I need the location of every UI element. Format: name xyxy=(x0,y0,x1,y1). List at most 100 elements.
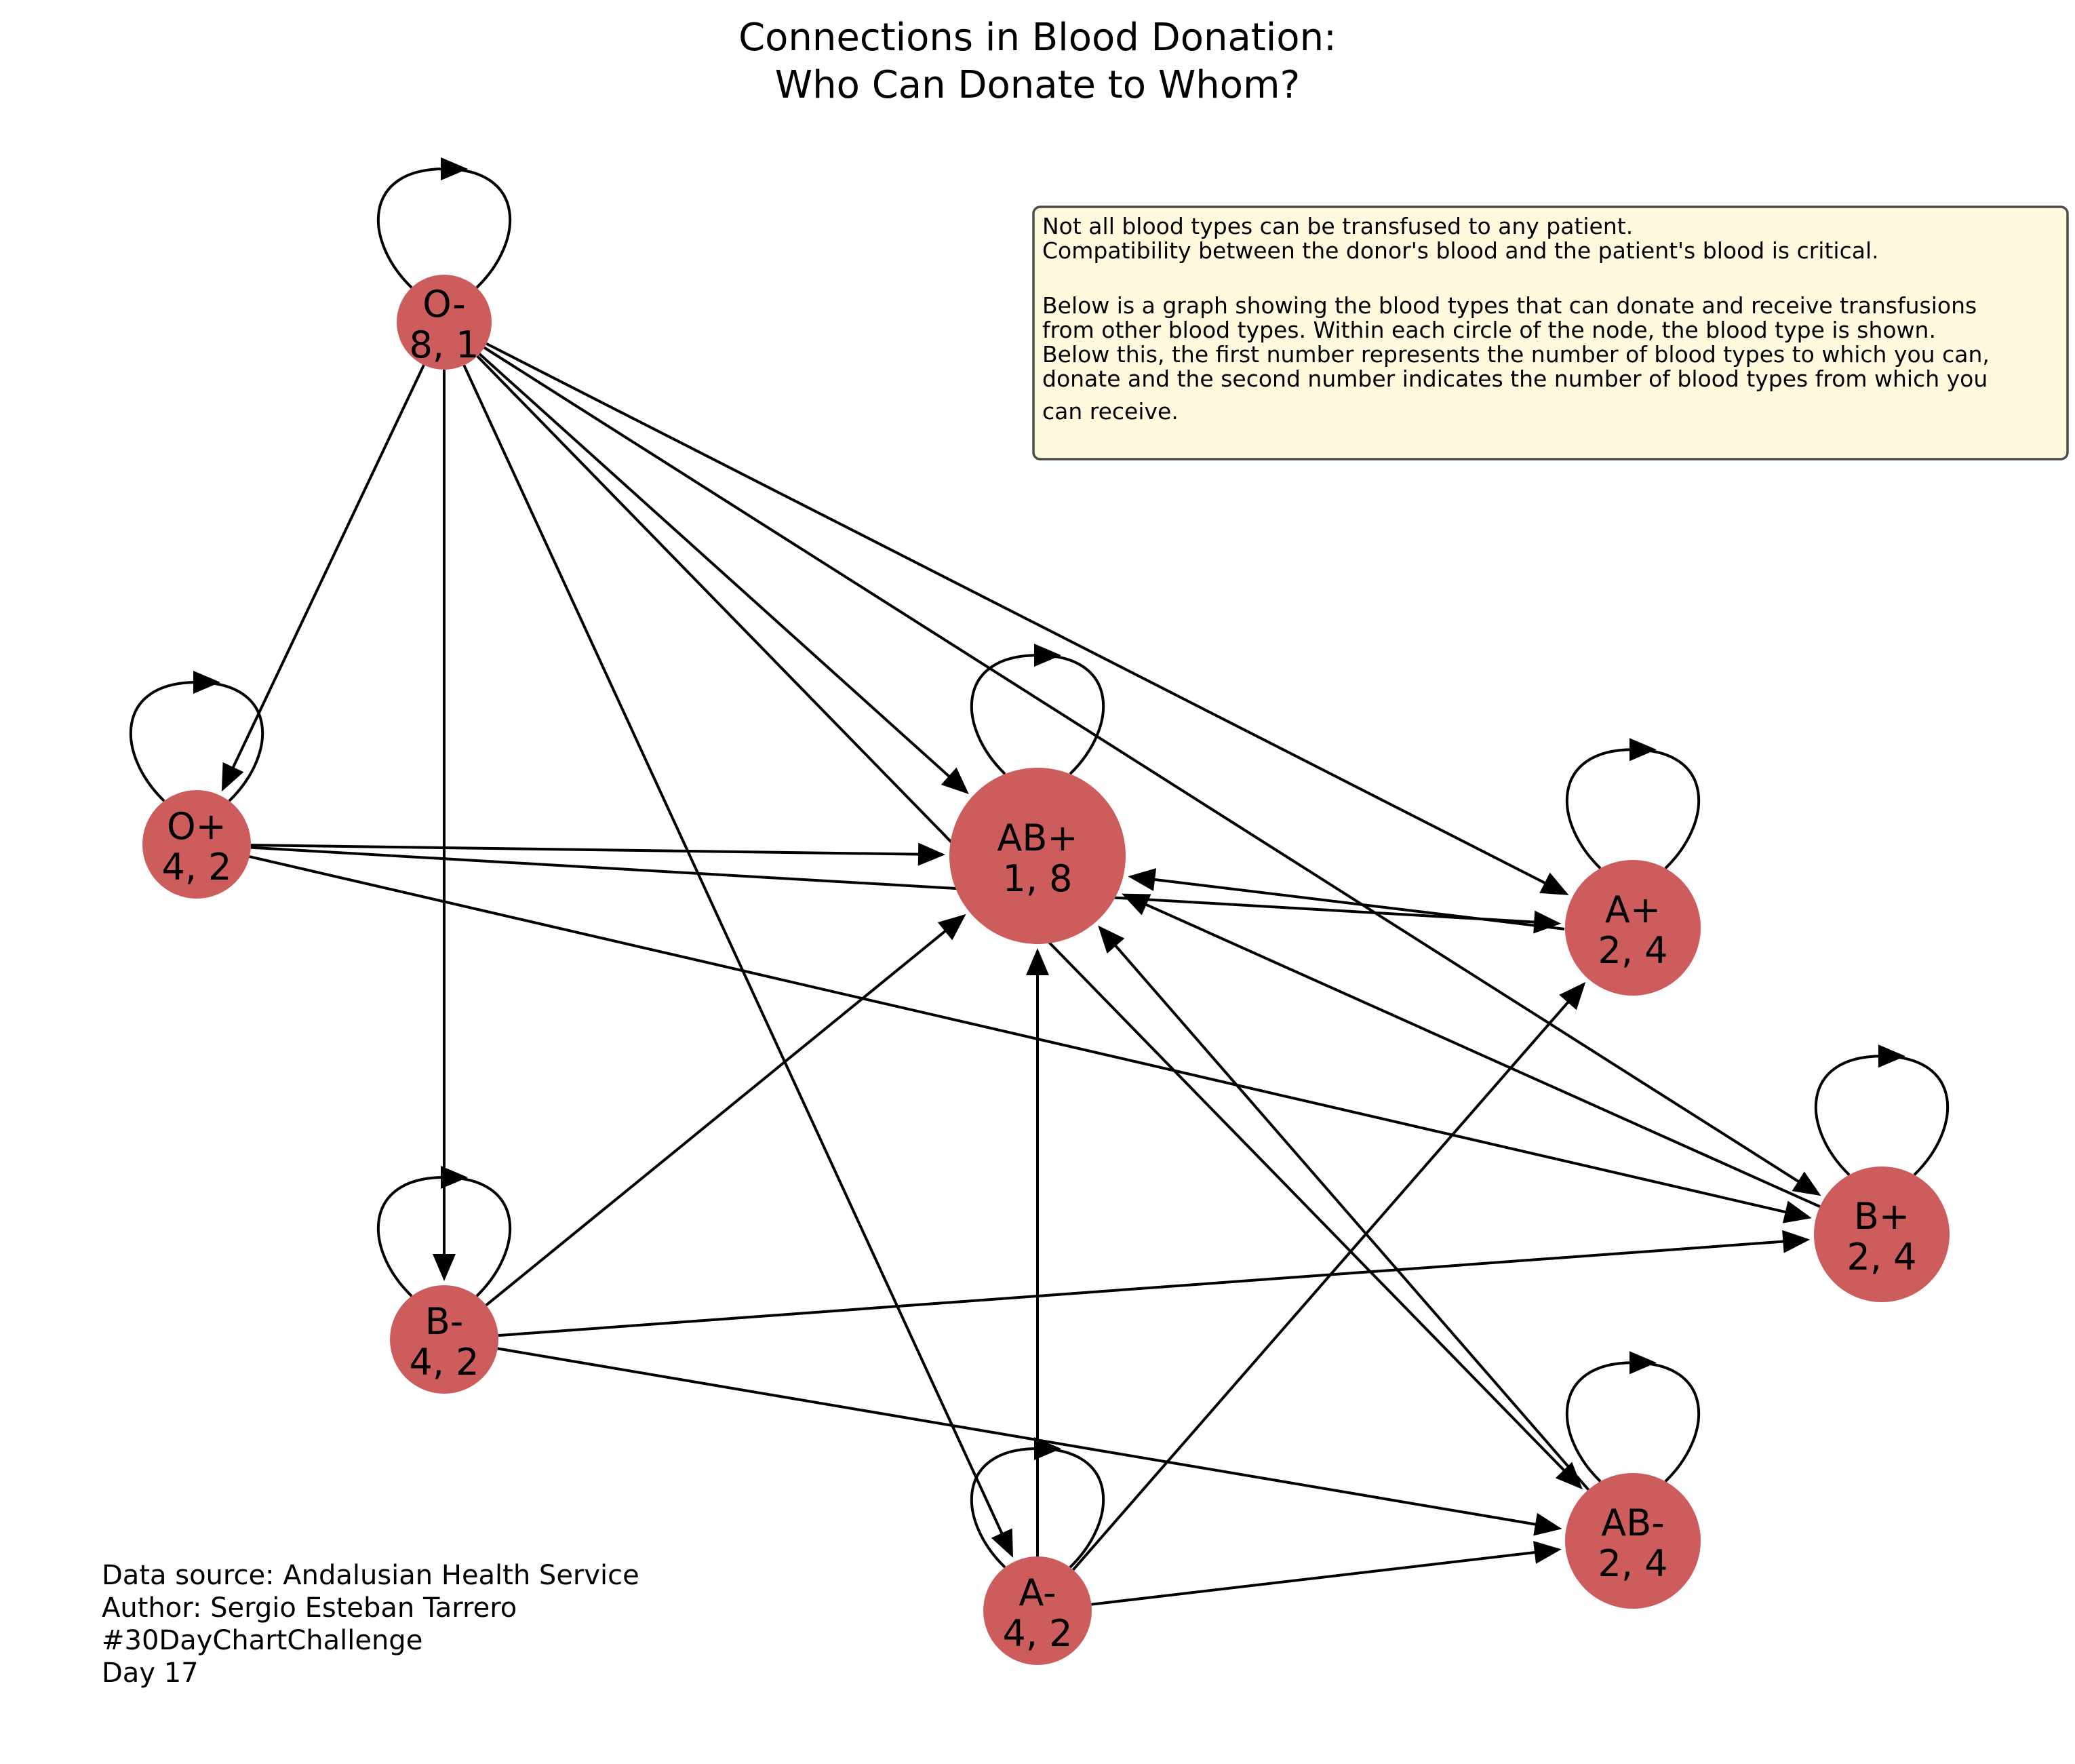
node-bneg: B-4, 2 xyxy=(390,1285,498,1394)
node-aneg: A-4, 2 xyxy=(983,1556,1092,1665)
edge-aneg-to-abpos xyxy=(1026,948,1049,1556)
node-apos: A+2, 4 xyxy=(1565,860,1701,996)
edge-bneg-to-bpos xyxy=(498,1230,1811,1337)
edge-oneg-to-aneg xyxy=(462,364,1014,1558)
edge-apos-to-abpos xyxy=(1128,868,1565,930)
node-opos: O+4, 2 xyxy=(142,790,251,899)
chart-title-line-1: Connections in Blood Donation: xyxy=(738,16,1337,60)
node-counts-label: 2, 4 xyxy=(1598,1542,1667,1585)
edge-bneg-to-abpos xyxy=(485,914,966,1307)
node-blood-type-label: O+ xyxy=(167,805,226,848)
edge-line xyxy=(1110,939,1589,1491)
edge-bneg-to-abneg xyxy=(497,1347,1562,1536)
node-blood-type-label: A+ xyxy=(1605,888,1661,931)
edge-aneg-to-apos xyxy=(1072,981,1586,1571)
node-abpos: AB+1, 8 xyxy=(949,768,1126,944)
edge-arrowhead xyxy=(1026,948,1049,975)
edge-arrowhead xyxy=(917,842,946,866)
node-counts-label: 1, 8 xyxy=(1002,857,1072,900)
edge-oneg-to-bpos xyxy=(483,346,1821,1196)
edge-apos-to-apos xyxy=(1565,738,1701,869)
edge-abneg-to-abpos xyxy=(1098,925,1589,1491)
nodes-layer: O-8, 1O+4, 2AB+1, 8A+2, 4B+2, 4B-4, 2A-4… xyxy=(142,275,1950,1665)
node-counts-label: 2, 4 xyxy=(1846,1236,1916,1278)
info-line-2: Compatibility between the donor's blood … xyxy=(1042,237,1879,264)
edge-arrowhead xyxy=(1098,925,1125,954)
edge-line xyxy=(462,364,1006,1540)
edge-line xyxy=(250,846,1541,924)
edge-line xyxy=(498,1239,1790,1337)
edge-arrowhead xyxy=(433,1254,456,1281)
info-line-4: Below is a graph showing the blood types… xyxy=(1042,292,1977,319)
edge-line xyxy=(485,926,951,1307)
self-loop-arrowhead xyxy=(1034,644,1061,667)
node-counts-label: 4, 2 xyxy=(409,1341,479,1384)
credit-line-1: Data source: Andalusian Health Service xyxy=(102,1560,639,1591)
edge-arrowhead xyxy=(1555,1462,1583,1490)
edge-arrowhead xyxy=(1539,872,1569,895)
edge-line xyxy=(1091,1550,1542,1606)
node-blood-type-label: AB+ xyxy=(997,817,1078,859)
edge-oneg-to-abpos xyxy=(478,353,969,795)
edges-layer xyxy=(129,157,1950,1606)
node-circle xyxy=(1565,860,1701,996)
node-blood-type-label: AB- xyxy=(1601,1502,1664,1544)
edge-arrowhead xyxy=(221,762,244,792)
node-blood-type-label: O- xyxy=(422,283,466,326)
node-blood-type-label: B- xyxy=(425,1300,464,1343)
self-loop-arrowhead xyxy=(1629,738,1657,762)
node-circle xyxy=(949,768,1126,944)
edge-abpos-to-abpos xyxy=(970,644,1105,775)
edge-arrowhead xyxy=(937,914,966,941)
edge-line xyxy=(1139,901,1821,1208)
edge-line xyxy=(229,364,425,775)
edge-bneg-to-bneg xyxy=(376,1166,512,1297)
self-loop-arrowhead xyxy=(441,1166,468,1189)
credit-line-3: #30DayChartChallenge xyxy=(102,1625,422,1656)
edge-oneg-to-bneg xyxy=(433,370,456,1281)
self-loop-arrowhead xyxy=(193,671,220,694)
edge-line xyxy=(1147,877,1565,930)
node-counts-label: 4, 2 xyxy=(161,846,231,888)
node-circle xyxy=(1565,1473,1701,1609)
info-line-6: Below this, the first number represents … xyxy=(1042,341,1990,368)
node-counts-label: 8, 1 xyxy=(409,324,479,366)
credit-line-2: Author: Sergio Esteban Tarrero xyxy=(102,1592,517,1624)
node-circle xyxy=(390,1285,498,1394)
edge-line xyxy=(483,346,1805,1186)
edge-arrowhead xyxy=(1792,1171,1821,1196)
edge-opos-to-bpos xyxy=(249,855,1812,1223)
edge-arrowhead xyxy=(1559,981,1586,1011)
edge-arrowhead xyxy=(941,767,969,795)
edge-bpos-to-abpos xyxy=(1122,893,1821,1208)
info-line-5: from other blood types. Within each circ… xyxy=(1042,317,1936,343)
edge-arrowhead xyxy=(1122,893,1151,916)
node-abneg: AB-2, 4 xyxy=(1565,1473,1701,1609)
node-oneg: O-8, 1 xyxy=(397,275,492,370)
info-box: Not all blood types can be transfused to… xyxy=(1032,205,2069,460)
edge-opos-to-apos xyxy=(250,846,1562,934)
node-circle xyxy=(1814,1167,1950,1302)
info-line-7: donate and the second number indicates t… xyxy=(1042,366,1988,392)
chart-title-line-2: Who Can Donate to Whom? xyxy=(775,63,1300,107)
edge-line xyxy=(486,342,1552,888)
edge-line xyxy=(497,1347,1543,1527)
self-loop-arrowhead xyxy=(1034,1437,1061,1460)
edge-line xyxy=(1072,996,1574,1571)
edge-arrowhead xyxy=(991,1528,1014,1558)
self-loop-arrowhead xyxy=(1878,1044,1905,1068)
edge-arrowhead xyxy=(1533,1512,1562,1536)
edge-arrowhead xyxy=(1782,1200,1812,1223)
node-bpos: B+2, 4 xyxy=(1814,1167,1950,1302)
edge-bpos-to-bpos xyxy=(1814,1044,1950,1176)
edge-line xyxy=(249,855,1792,1215)
node-circle xyxy=(397,275,492,370)
info-box-frame xyxy=(1032,205,2069,460)
edge-opos-to-abpos xyxy=(250,842,946,866)
edge-arrowhead xyxy=(1533,910,1562,934)
node-blood-type-label: B+ xyxy=(1854,1195,1910,1238)
node-circle xyxy=(142,790,251,899)
info-line-8: can receive. xyxy=(1042,398,1179,425)
node-counts-label: 2, 4 xyxy=(1598,929,1667,972)
